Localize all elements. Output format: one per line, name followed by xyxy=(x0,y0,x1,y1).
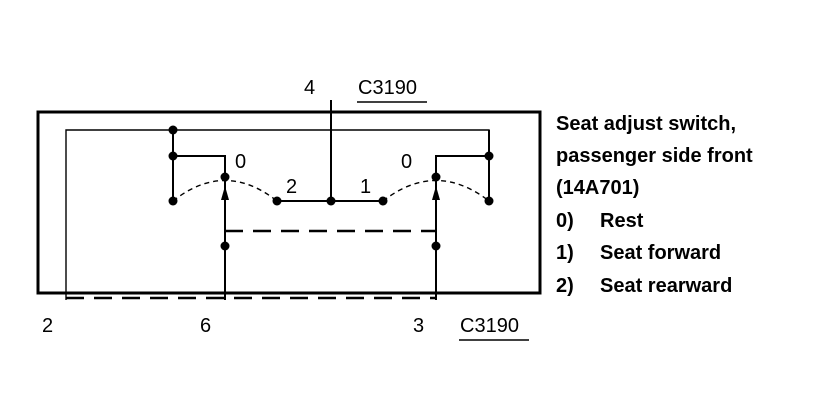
connector-bottom-label: C3190 xyxy=(460,315,519,337)
left-contact-position-label: 2 xyxy=(286,176,297,198)
junction-dot xyxy=(168,125,178,135)
right-rest-position-label: 0 xyxy=(401,151,412,173)
pin-3-label: 3 xyxy=(413,315,424,337)
connector-top-label: C3190 xyxy=(358,77,417,99)
legend-title-line2: passenger side front xyxy=(556,145,753,167)
pin-2-label: 2 xyxy=(42,315,53,337)
junction-dot xyxy=(431,172,441,182)
switch-housing xyxy=(36,110,542,295)
bus-line-top xyxy=(65,129,490,300)
pin-6-label: 6 xyxy=(200,315,211,337)
junction-dot xyxy=(272,196,282,206)
legend-item-code: 2) xyxy=(556,275,574,297)
right-rest-link xyxy=(435,155,489,177)
junction-dot xyxy=(220,172,230,182)
junction-dot xyxy=(168,196,178,206)
junction-dot xyxy=(484,151,494,161)
left-switch-arrow xyxy=(221,186,229,200)
pin-4-label: 4 xyxy=(304,77,315,99)
right-contact-position-label: 1 xyxy=(360,176,371,198)
legend-title-line1: Seat adjust switch, xyxy=(556,113,736,135)
legend-item-code: 1) xyxy=(556,242,574,264)
junction-dot xyxy=(168,151,178,161)
legend-item-text: Rest xyxy=(600,210,644,232)
legend-item-text: Seat rearward xyxy=(600,275,732,297)
legend-item-code: 0) xyxy=(556,210,574,232)
right-switch-arrow xyxy=(432,186,440,200)
junction-dot xyxy=(484,196,494,206)
junction-dot xyxy=(220,241,230,251)
left-rest-link xyxy=(173,155,226,177)
legend-item-text: Seat forward xyxy=(600,242,721,264)
junction-dot xyxy=(431,241,441,251)
legend-part-number: (14A701) xyxy=(556,177,639,199)
junction-dot xyxy=(326,196,336,206)
junction-dot xyxy=(378,196,388,206)
left-rest-position-label: 0 xyxy=(235,151,246,173)
